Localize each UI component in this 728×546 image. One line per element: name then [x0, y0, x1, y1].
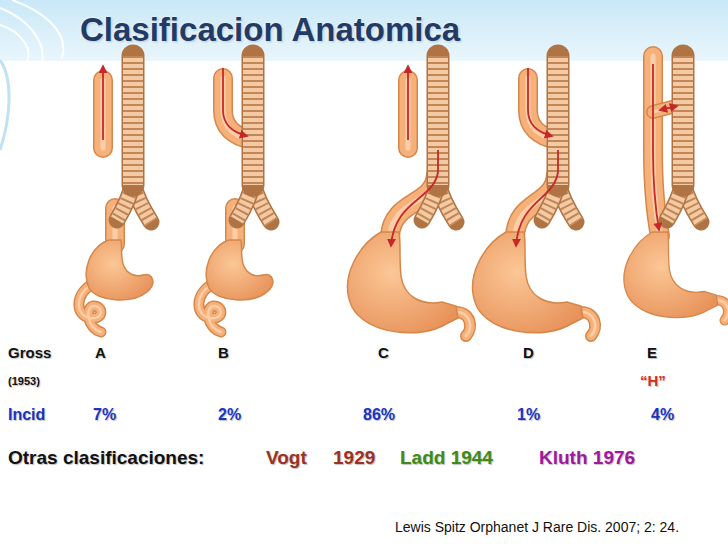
- esophagus: [653, 56, 660, 236]
- incidence-value: 1%: [517, 406, 540, 424]
- stomach: [348, 232, 458, 333]
- stomach: [624, 232, 718, 318]
- stomach: [86, 240, 153, 300]
- citation: Lewis Spitz Orphanet J Rare Dis. 2007; 2…: [395, 519, 679, 535]
- stomach: [206, 240, 273, 300]
- trachea: [123, 56, 143, 185]
- type-letter: B: [218, 344, 229, 361]
- type-letter: D: [523, 344, 534, 361]
- trachea-outline: [672, 56, 695, 185]
- trachea: [243, 56, 263, 185]
- other-heading: Otras clasificaciones:: [8, 447, 204, 469]
- air-flow-arrow: [660, 106, 677, 110]
- stomach: [473, 232, 583, 333]
- incidence-value: 7%: [93, 406, 116, 424]
- trachea-outline: [242, 56, 265, 185]
- air-flow-arrow: [516, 150, 558, 246]
- type-letter: E: [647, 344, 657, 361]
- incidence-value: 4%: [651, 406, 674, 424]
- air-flow-arrow: [528, 68, 552, 136]
- esophagus-outline: [653, 56, 660, 236]
- trachea-rings: [673, 56, 693, 185]
- atresia-figure: [473, 56, 595, 336]
- trachea: [673, 56, 693, 185]
- author-ref: Ladd 1944: [400, 447, 493, 469]
- air-flow-arrow: [391, 150, 438, 246]
- air-flow-arrow: [407, 66, 409, 140]
- trachea-rings: [123, 56, 143, 185]
- type-note: “H”: [640, 372, 666, 389]
- trachea-outline: [122, 56, 145, 185]
- slide-title: Clasificacion Anatomica: [80, 11, 460, 49]
- type-letter: C: [378, 344, 389, 361]
- air-flow-arrow: [223, 68, 247, 136]
- incidence-value: 2%: [218, 406, 241, 424]
- year-note: (1953): [8, 375, 40, 388]
- incidence-value: 86%: [363, 406, 395, 424]
- air-flow-arrow: [102, 66, 104, 140]
- author-name: Vogt: [266, 447, 307, 469]
- author-ref: Kluth 1976: [539, 447, 635, 469]
- author-year: 1929: [333, 447, 375, 469]
- decor-swirl: [0, 60, 9, 150]
- atresia-figure: [199, 56, 273, 332]
- type-letter: A: [95, 344, 106, 361]
- banner-edge: [0, 61, 728, 63]
- decor-swirl: [12, 0, 63, 58]
- atresia-figure: [624, 56, 728, 320]
- air-flow-arrow: [653, 64, 659, 230]
- row-heading: Incid: [8, 406, 45, 424]
- decor-swirl: [0, 25, 28, 64]
- title-banner: [0, 0, 728, 62]
- esophagus-shine: [653, 56, 660, 236]
- atresia-figure: [348, 56, 470, 336]
- row-heading: Gross: [8, 344, 51, 361]
- atresia-figure: [79, 56, 153, 332]
- trachea-rings: [243, 56, 263, 185]
